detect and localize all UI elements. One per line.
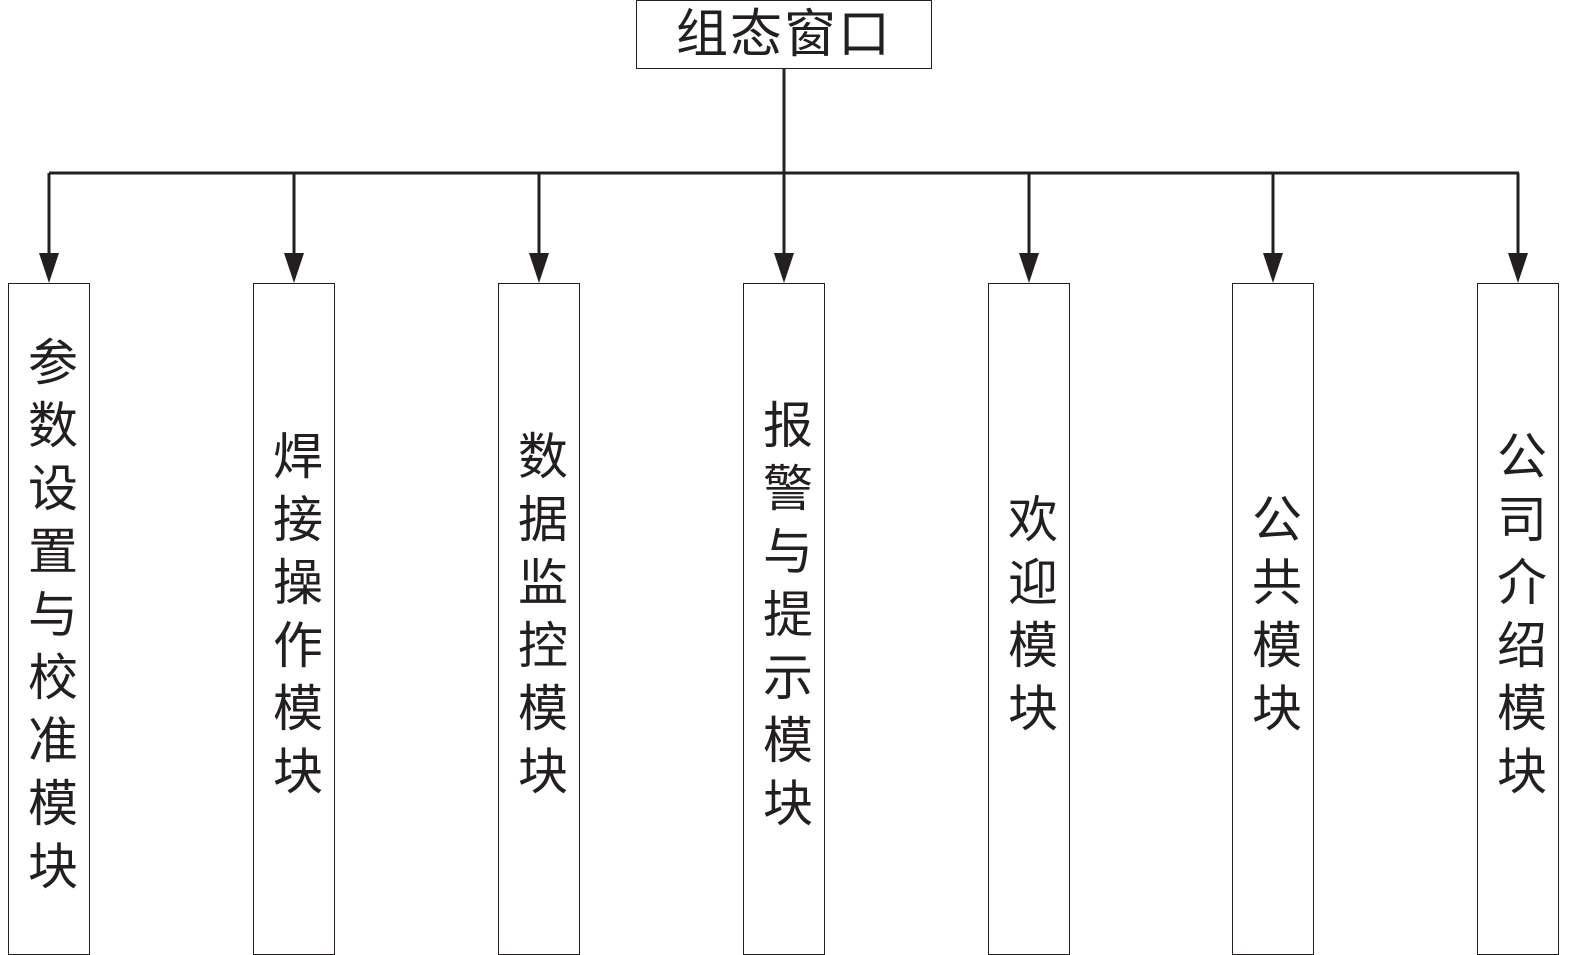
module-box-welding-operation: 焊接操作模块: [253, 283, 335, 955]
module-label: 报警与提示模块: [755, 398, 813, 840]
module-box-data-monitoring: 数据监控模块: [498, 283, 580, 955]
module-box-company-intro: 公司介绍模块: [1477, 283, 1559, 955]
arrowhead-3: [774, 253, 794, 283]
module-label: 数据监控模块: [510, 430, 568, 808]
arrowhead-5: [1263, 253, 1283, 283]
root-node-label: 组态窗口: [675, 4, 892, 65]
module-box-welcome: 欢迎模块: [988, 283, 1070, 955]
module-box-alarm-prompt: 报警与提示模块: [743, 283, 825, 955]
arrowhead-1: [284, 253, 304, 283]
module-box-parameter-calibration: 参数设置与校准模块: [8, 283, 90, 955]
module-label: 欢迎模块: [1000, 493, 1058, 745]
arrowhead-0: [39, 253, 59, 283]
module-label: 参数设置与校准模块: [20, 335, 78, 903]
arrowhead-6: [1508, 253, 1528, 283]
root-node-box: 组态窗口: [636, 0, 932, 69]
arrowhead-2: [529, 253, 549, 283]
module-label: 焊接操作模块: [265, 430, 323, 808]
module-label: 公司介绍模块: [1489, 430, 1547, 808]
module-label: 公共模块: [1244, 493, 1302, 745]
module-box-public: 公共模块: [1232, 283, 1314, 955]
arrowhead-4: [1019, 253, 1039, 283]
